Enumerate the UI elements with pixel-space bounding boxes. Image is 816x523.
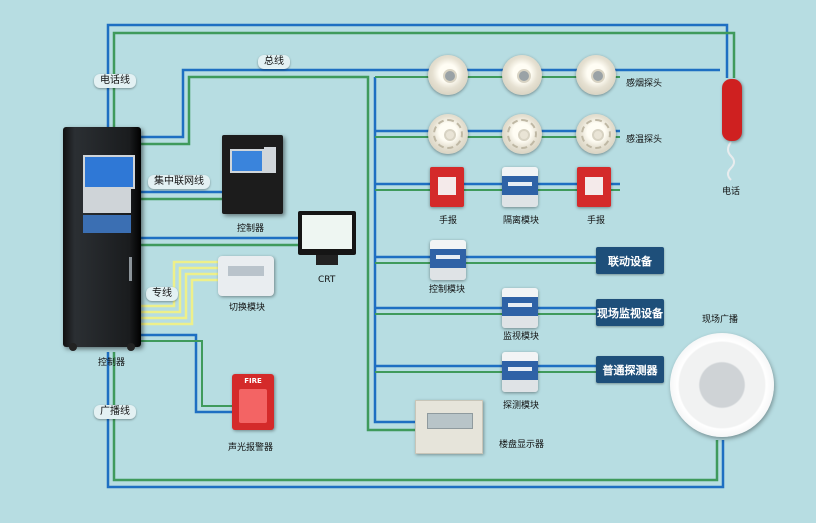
broadcast-speaker (670, 333, 774, 437)
telephone-label: 电话 (722, 187, 741, 197)
heat-detector-label: 感温探头 (626, 135, 663, 145)
phone-line-label: 电话线 (94, 74, 136, 88)
smoke-detector-label: 感烟探头 (626, 79, 663, 89)
isolation-module-label: 隔离模块 (503, 216, 540, 226)
cabinet-panel-1 (83, 189, 131, 213)
dedicated-line-4 (140, 278, 218, 326)
broadcast-line-label: 广播线 (94, 405, 136, 419)
bus-line-label: 总线 (258, 55, 290, 69)
crt-label: CRT (318, 275, 336, 285)
switch-module-window (228, 266, 264, 276)
strobe-line-blue (140, 333, 232, 414)
manual-call-point-2-label: 手报 (587, 216, 606, 226)
cabinet-panel-2 (83, 215, 131, 233)
cabinet-door-handle (129, 257, 132, 281)
heat-detector-3 (576, 114, 616, 154)
smoke-detector-1 (428, 55, 468, 95)
dedicated-line-label: 专线 (146, 287, 178, 301)
site-monitoring-equipment-box: 现场监视设备 (596, 299, 664, 326)
switch-module (218, 256, 274, 296)
linkage-equipment-box: 联动设备 (596, 247, 664, 274)
crt-screen (302, 215, 352, 249)
strobe-alarm-label: 声光报警器 (228, 443, 274, 453)
heat-detector-1 (428, 114, 468, 154)
controller-panel (222, 135, 283, 214)
bus-trunk-blue (373, 77, 415, 424)
floor-display-screen (427, 413, 473, 429)
controller-panel-screen (230, 149, 264, 173)
dedicated-line-2 (140, 266, 218, 314)
crt-monitor (298, 211, 356, 255)
detect-module-label: 探测模块 (503, 401, 540, 411)
site-broadcast-label: 现场广播 (702, 315, 739, 325)
strobe-alarm: FIRE (232, 374, 274, 430)
controller-cabinet (63, 127, 141, 351)
strobe-fire-text: FIRE (244, 377, 262, 385)
smoke-detector-2 (502, 55, 542, 95)
crt-stand (316, 255, 338, 265)
strobe-line-green (140, 340, 232, 407)
cabinet-screen (83, 155, 135, 189)
network-line-label: 集中联网线 (148, 175, 210, 189)
controller-panel-label: 控制器 (237, 224, 265, 234)
monitor-module-label: 监视模块 (503, 332, 540, 342)
broadcast-line-blue (106, 352, 725, 489)
monitor-module (502, 288, 538, 328)
controller-main-label: 控制器 (98, 358, 126, 368)
smoke-detector-3 (576, 55, 616, 95)
cabinet-wheel-left (69, 343, 77, 351)
bus-line-green (140, 75, 415, 432)
control-module (430, 240, 466, 280)
isolation-module (502, 167, 538, 207)
control-module-label: 控制模块 (429, 285, 466, 295)
heat-detector-2 (502, 114, 542, 154)
controller-panel-keys (264, 147, 276, 173)
cabinet-wheel-right (127, 343, 135, 351)
manual-call-point-2 (577, 167, 611, 207)
manual-call-point-1-label: 手报 (439, 216, 458, 226)
dedicated-line-1 (140, 260, 218, 308)
telephone-handset (722, 79, 742, 141)
general-detector-box: 普通探测器 (596, 356, 664, 383)
manual-call-point-1 (430, 167, 464, 207)
floor-display (415, 400, 483, 454)
strobe-lens (239, 389, 267, 423)
floor-display-label: 楼盘显示器 (499, 440, 545, 450)
switch-module-label: 切换模块 (229, 303, 266, 313)
detect-module (502, 352, 538, 392)
dedicated-line-3 (140, 272, 218, 320)
phone-cord (727, 141, 735, 181)
